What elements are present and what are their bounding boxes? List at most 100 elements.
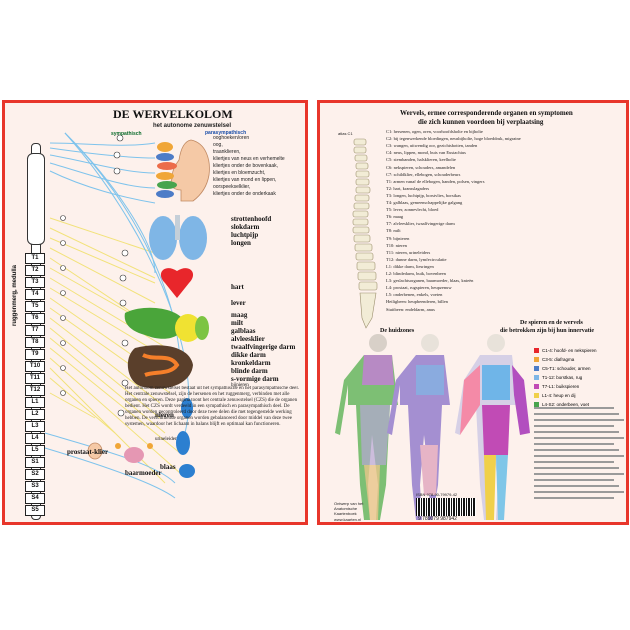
head-gland-label: kliertjes en bloemzucht,: [213, 170, 266, 176]
vertebra-symptom-row: L4: prostaat, rugspieren, heupzenuw: [386, 285, 452, 291]
vertebra-box: T12: [25, 385, 45, 396]
head-gland-label: oog,: [213, 142, 223, 148]
legend-row: C3-5: diafragma: [534, 350, 574, 368]
vertebra-box: S2: [25, 469, 45, 480]
legend-text: C1-4: hoofd- en nekspieren: [542, 347, 597, 353]
small-text-line: [534, 443, 614, 445]
small-text-line: [534, 479, 614, 481]
organ-label: galblaas: [231, 327, 256, 335]
small-text-line: [534, 455, 624, 457]
website: www.kaarten.nl: [334, 517, 362, 522]
vertebra-box: T9: [25, 349, 45, 360]
vertebra-box: T2: [25, 265, 45, 276]
vertebra-label: T8: [31, 339, 39, 345]
legend-text: L1-4: heup en dij: [542, 392, 576, 398]
legend-row: C5-T1: schouder, armen: [534, 359, 591, 377]
vertebra-label: T5: [31, 303, 39, 309]
legend-text: L4-S2: onderbeen, voet: [542, 401, 590, 407]
spine-top-label: atlas C1: [338, 131, 353, 136]
right-title: Wervels, ermee corresponderende organen …: [400, 109, 573, 117]
organ-label: prostaat-klier: [67, 448, 109, 456]
legend-color-swatch: [534, 383, 539, 389]
legend-row: T1-12: borstkas, rug: [534, 368, 582, 386]
vertebra-symptom-row: T2: hart, kransslagaders: [386, 185, 430, 191]
vertebra-box: T11: [25, 373, 45, 384]
organ-label: dikke darm: [231, 351, 266, 359]
head-gland-label: ooghoeken/oren: [213, 135, 250, 141]
vertebra-label: T1: [31, 255, 39, 261]
vertebra-box: T5: [25, 301, 45, 312]
vertebra-box: S1: [25, 457, 45, 468]
vertebra-box: L1: [25, 397, 45, 408]
head-gland-label: traanklieren,: [213, 149, 241, 155]
head-gland-label: oorspeekselklier,: [213, 184, 251, 190]
vertebra-symptom-row: C2: bij tegenwerkende bloedingen, neusbi…: [386, 136, 521, 142]
small-text-line: [534, 413, 619, 415]
vertebra-box: T7: [25, 325, 45, 336]
vertebra-label: T4: [31, 291, 39, 297]
legend-text: C5-T1: schouder, armen: [542, 365, 591, 371]
legend-text: T1-12: borstkas, rug: [542, 374, 583, 380]
legend-color-swatch: [534, 374, 539, 380]
organ-label: milt: [231, 319, 244, 327]
ganglia-chain: [60, 134, 129, 417]
vertebra-symptom-row: T10: nieren: [386, 242, 407, 248]
organ-label: bijnieren: [231, 383, 249, 388]
isbn-digits: 9 789079 987942: [418, 516, 457, 522]
organ-label: luchtpijp: [231, 231, 259, 239]
small-text-line: [534, 407, 614, 409]
small-text-line: [534, 419, 624, 421]
vertebra-box: S5: [25, 505, 45, 516]
small-text-line: [534, 485, 619, 487]
organ-label: kronkeldarm: [231, 359, 271, 367]
right-panel: Wervels, ermee corresponderende organen …: [317, 100, 629, 525]
organ-label: s-vormige darm: [231, 375, 279, 383]
header-sympathetic: sympathisch: [111, 131, 142, 137]
vertebra-box: T1: [25, 253, 45, 264]
small-text-line: [534, 461, 614, 463]
left-subtitle: het autonome zenuwstelsel: [153, 123, 232, 129]
vertebra-symptom-row: T9: bijnieren: [386, 235, 410, 241]
vertebra-label: T7: [31, 327, 39, 333]
small-text-line: [534, 449, 619, 451]
nerve-lines: [44, 132, 190, 499]
vertebra-symptom-row: T3: longen, luchtpijp, borstvlies, borst…: [386, 192, 461, 198]
legend-color-swatch: [534, 356, 539, 362]
organ-label: twaalfvingerige darm: [231, 343, 296, 351]
vertebra-symptom-row: L5: onderbenen, enkels, voeten: [386, 292, 443, 298]
isbn-text: ISBN 978-90-79979-42: [416, 492, 458, 497]
small-text-line: [534, 467, 619, 469]
vertebra-box: S4: [25, 493, 45, 504]
legend-row: L4-S2: onderbeen, voet: [534, 395, 589, 413]
barcode: [416, 498, 476, 516]
section2-title: De spieren en de wervels: [520, 320, 583, 326]
vertebra-box: T6: [25, 313, 45, 324]
small-text-line: [534, 497, 614, 499]
legend-row: L1-4: heup en dij: [534, 386, 576, 404]
vertebra-box: S3: [25, 481, 45, 492]
small-text-line: [534, 431, 619, 433]
vertebra-symptom-row: T6: maag: [386, 214, 404, 220]
vertebra-label: S5: [31, 507, 39, 513]
vertebra-label: L3: [31, 423, 39, 429]
vertebra-symptom-row: C4: neus, lippen, mond, buis van Eustach…: [386, 150, 466, 156]
organ-illustrations: [87, 215, 209, 478]
organ-label: baarmoeder: [125, 469, 162, 477]
header-parasympathetic: parasympathisch: [205, 130, 247, 136]
section2-title-line2: die betrokken zijn bij hun innervatie: [500, 328, 595, 334]
organ-label: alvleesklier: [231, 335, 265, 343]
vertebra-symptom-row: C1: hersenen, ogen, oren, voorhoofdsholt…: [386, 129, 483, 134]
vertebra-box: L3: [25, 421, 45, 432]
vertebra-symptom-row: L3: geslachtsorganen, baarmoeder, blaas,…: [386, 278, 474, 284]
vertebra-symptom-row: T7: alvleesklier, twaalfvingerige darm: [386, 221, 455, 227]
organ-label: urineleider: [155, 437, 177, 442]
left-title: DE WERVELKOLOM: [113, 107, 233, 121]
vertebra-box: L2: [25, 409, 45, 420]
vertebra-label: S3: [31, 483, 39, 489]
head-gland-label: kliertjes onder de bovenkaak,: [213, 163, 279, 169]
dermatome-label: De huidzones: [380, 328, 415, 334]
vertebra-label: T10: [29, 363, 41, 369]
vertebra-label: S1: [31, 459, 39, 465]
vertebra-symptom-row: C7: schildklier, ellebogen, schouderbeur…: [386, 171, 461, 177]
